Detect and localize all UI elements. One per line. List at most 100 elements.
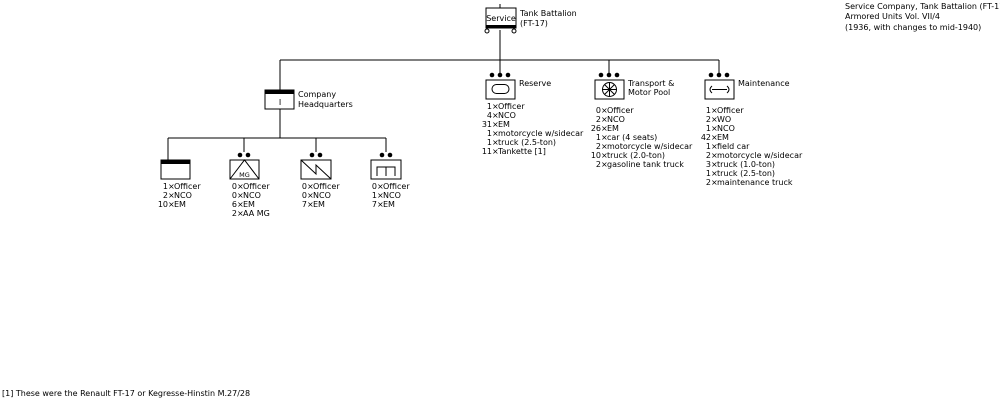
roster-count: 10 bbox=[591, 151, 601, 160]
roster-multiply: × bbox=[711, 106, 718, 115]
roster-item: EM bbox=[498, 120, 510, 129]
roster-count: 26 bbox=[591, 124, 601, 133]
roster-count: 1 bbox=[706, 142, 711, 151]
roster-item: NCO bbox=[174, 191, 192, 200]
platoon-1-roster: 1 × Officer 2 × NCO 10 × EM bbox=[158, 182, 202, 209]
echelon-dot bbox=[505, 72, 511, 78]
roster-multiply: × bbox=[492, 129, 499, 138]
echelon-dot bbox=[489, 72, 495, 78]
top-unit-name-2: (FT-17) bbox=[520, 19, 548, 28]
roster-item: maintenance truck bbox=[717, 178, 793, 187]
transport-name-1: Transport & bbox=[627, 79, 674, 88]
roster-count: 2 bbox=[596, 160, 601, 169]
platoon-aa-mg-section: MG 0 × Officer 0 × NCO 6 × EM 2 × AA MG bbox=[229, 152, 270, 218]
roster-multiply: × bbox=[601, 115, 608, 124]
service-bar bbox=[486, 25, 516, 28]
roster-multiply: × bbox=[601, 151, 608, 160]
roster-item: truck (1.0-ton) bbox=[717, 160, 775, 169]
echelon-dot bbox=[237, 152, 243, 158]
platoon-3-roster: 0 × Officer 0 × NCO 7 × EM bbox=[302, 182, 340, 209]
roster-multiply: × bbox=[377, 191, 384, 200]
roster-count: 2 bbox=[596, 115, 601, 124]
roster-multiply: × bbox=[601, 133, 608, 142]
hq-name-1: Company bbox=[298, 90, 336, 99]
echelon-dot bbox=[598, 72, 604, 78]
aa-mg-chevron-icon bbox=[229, 159, 260, 180]
roster-multiply: × bbox=[492, 120, 499, 129]
connector-lines bbox=[167, 4, 720, 160]
roster-multiply: × bbox=[307, 191, 314, 200]
echelon-dot bbox=[387, 152, 393, 158]
reserve-name: Reserve bbox=[519, 79, 551, 88]
echelon-dot bbox=[724, 72, 730, 78]
roster-multiply: × bbox=[711, 151, 718, 160]
header-line-2: Armored Units Vol. VII/4 bbox=[845, 12, 940, 21]
roster-count: 1 bbox=[706, 106, 711, 115]
maintenance-name: Maintenance bbox=[738, 79, 790, 88]
roster-count: 2 bbox=[232, 209, 237, 218]
roster-multiply: × bbox=[237, 191, 244, 200]
roster-item: truck (2.5-ton) bbox=[498, 138, 556, 147]
wheel-icon bbox=[484, 28, 490, 34]
transport-roster: 0 × Officer 2 × NCO 26 × EM 1 × car (4 s… bbox=[591, 106, 693, 169]
roster-count: 1 bbox=[487, 129, 492, 138]
platoon-2-roster: 0 × Officer 0 × NCO 6 × EM 2 × AA MG bbox=[232, 182, 270, 218]
roster-count: 42 bbox=[701, 133, 711, 142]
top-unit: Service Tank Battalion (FT-17) bbox=[484, 7, 577, 34]
roster-item: NCO bbox=[313, 191, 331, 200]
roster-multiply: × bbox=[168, 182, 175, 191]
transport-motor-pool-unit: Transport & Motor Pool 0 × Officer 2 × N… bbox=[591, 72, 693, 169]
header-block: Service Company, Tank Battalion (FT-17) … bbox=[845, 2, 1000, 32]
roster-multiply: × bbox=[377, 200, 384, 209]
echelon-dot bbox=[716, 72, 722, 78]
roster-count: 1 bbox=[372, 191, 377, 200]
roster-item: field car bbox=[717, 142, 750, 151]
roster-multiply: × bbox=[601, 160, 608, 169]
roster-multiply: × bbox=[168, 200, 175, 209]
platoon-hq-section: 1 × Officer 2 × NCO 10 × EM bbox=[158, 159, 202, 209]
roster-count: 1 bbox=[163, 182, 168, 191]
roster-count: 1 bbox=[487, 138, 492, 147]
footnote: [1] These were the Renault FT-17 or Kegr… bbox=[2, 389, 250, 398]
roster-count: 7 bbox=[302, 200, 307, 209]
roster-count: 2 bbox=[163, 191, 168, 200]
tank-track-icon bbox=[491, 84, 510, 94]
roster-item: EM bbox=[717, 133, 729, 142]
roster-multiply: × bbox=[711, 169, 718, 178]
roster-count: 0 bbox=[302, 182, 307, 191]
roster-count: 0 bbox=[232, 191, 237, 200]
wheel-icon bbox=[511, 28, 517, 34]
echelon-dot bbox=[317, 152, 323, 158]
roster-item: NCO bbox=[607, 115, 625, 124]
echelon-dot bbox=[245, 152, 251, 158]
roster-count: 11 bbox=[482, 147, 492, 156]
roster-item: Officer bbox=[243, 182, 270, 191]
roster-item: Officer bbox=[717, 106, 744, 115]
roster-multiply: × bbox=[307, 182, 314, 191]
roster-multiply: × bbox=[601, 142, 608, 151]
roster-multiply: × bbox=[492, 147, 499, 156]
roster-count: 0 bbox=[596, 106, 601, 115]
roster-item: EM bbox=[174, 200, 186, 209]
reserve-unit: Reserve 1 × Officer 4 × NCO 31 × EM 1 × … bbox=[482, 72, 584, 156]
roster-multiply: × bbox=[711, 142, 718, 151]
service-symbol-label: Service bbox=[486, 14, 516, 23]
header-line-1: Service Company, Tank Battalion (FT-17) bbox=[845, 2, 1000, 11]
reserve-roster: 1 × Officer 4 × NCO 31 × EM 1 × motorcyc… bbox=[482, 102, 584, 156]
hq-name-2: Headquarters bbox=[298, 100, 353, 109]
roster-count: 2 bbox=[596, 142, 601, 151]
roster-multiply: × bbox=[601, 106, 608, 115]
roster-item: NCO bbox=[498, 111, 516, 120]
echelon-dot bbox=[708, 72, 714, 78]
roster-item: gasoline tank truck bbox=[607, 160, 684, 169]
roster-count: 2 bbox=[706, 151, 711, 160]
maintenance-unit: Maintenance 1 × Officer 2 × WO 1 × NCO 4… bbox=[701, 72, 803, 187]
roster-multiply: × bbox=[711, 160, 718, 169]
roster-count: 6 bbox=[232, 200, 237, 209]
echelon-dot bbox=[614, 72, 620, 78]
roster-item: NCO bbox=[383, 191, 401, 200]
roster-item: AA MG bbox=[243, 209, 270, 218]
roster-count: 1 bbox=[487, 102, 492, 111]
roster-count: 0 bbox=[302, 191, 307, 200]
